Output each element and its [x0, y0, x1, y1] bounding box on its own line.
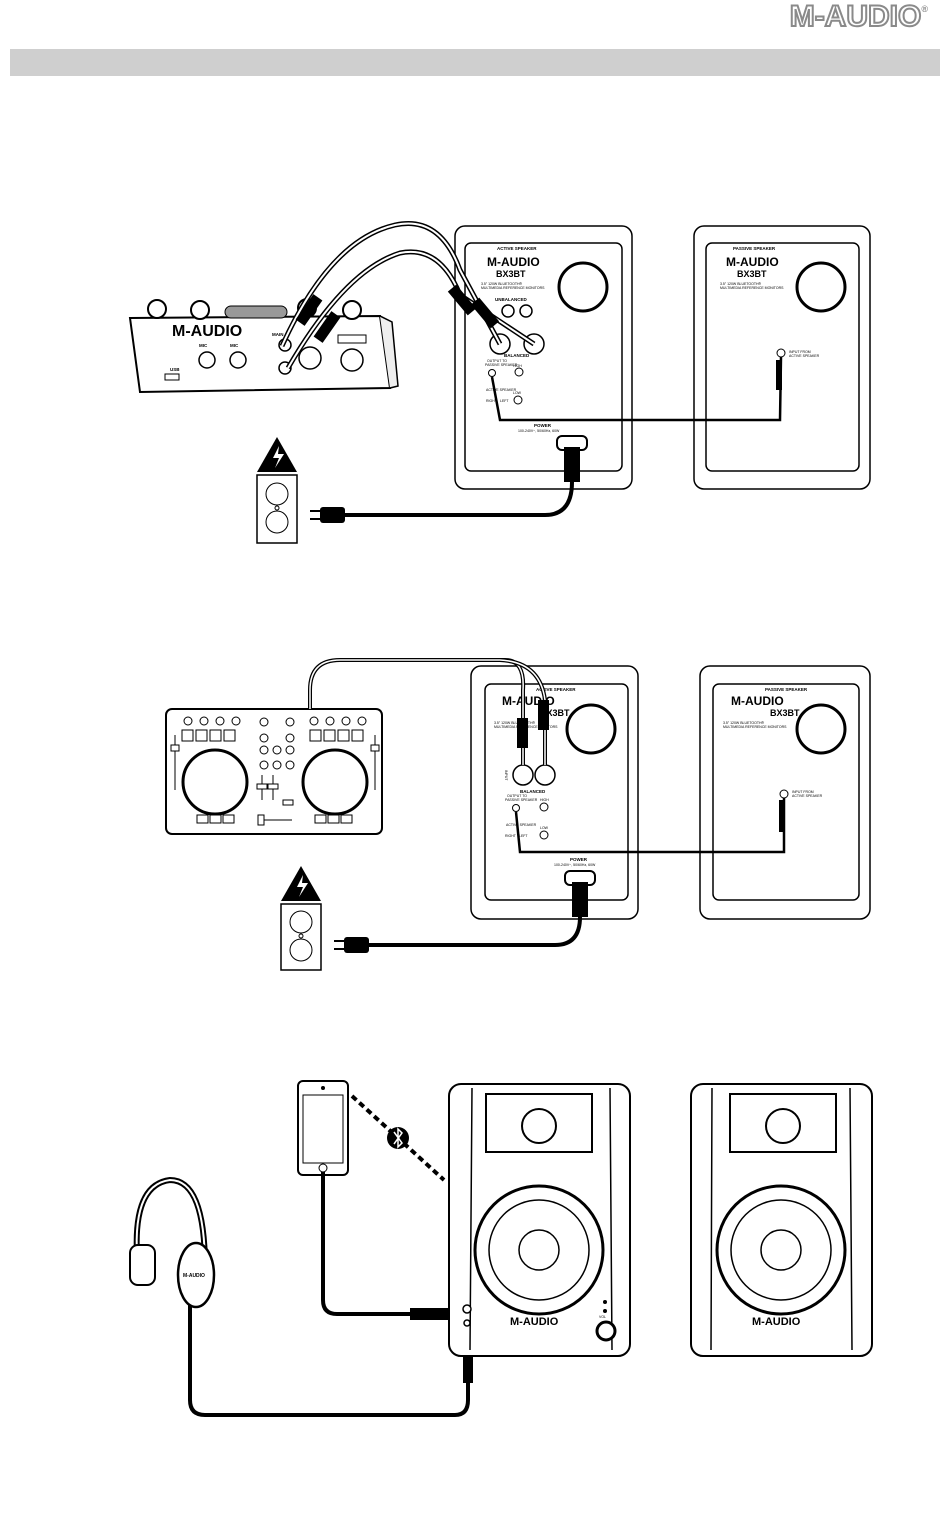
passive-model: BX3BT	[737, 269, 767, 279]
bluetooth-icon	[393, 1127, 403, 1149]
headphones-brand: M-AUDIO	[183, 1273, 205, 1279]
balanced-label: BALANCED	[504, 353, 530, 358]
passive-subtitle1: 3.5" 120W BLUETOOTH®	[720, 282, 762, 286]
rca-cables-2	[308, 658, 549, 765]
power-spec-2: 100-240V~, 50/60Hz, 60W	[554, 863, 596, 867]
diagram-dj-controller: ACTIVE SPEAKER M-AUDIO BX3BT 3.5" 120W B…	[165, 658, 871, 971]
passive-brand: M-AUDIO	[726, 255, 779, 269]
speaker-wire-plug-2	[779, 800, 785, 832]
active-front-brand: M-AUDIO	[510, 1316, 559, 1328]
active-speaker-label: ACTIVE SPEAKER	[497, 246, 537, 251]
brand-logo: M-AUDIO®	[789, 0, 928, 34]
high-label-2: HIGH	[540, 798, 549, 802]
output-passive-1-2: OUTPUT TO	[507, 794, 527, 798]
bluetooth-signal	[350, 1094, 446, 1182]
active-brand: M-AUDIO	[487, 255, 540, 269]
passive-speaker-label: PASSIVE SPEAKER	[733, 246, 776, 251]
dj-controller	[165, 708, 383, 835]
usb-label: USB	[170, 367, 180, 372]
active-subtitle2: MULTIMEDIA REFERENCE MONITORS	[481, 286, 545, 290]
left-label: LEFT	[500, 399, 509, 403]
wall-outlet-2	[280, 903, 322, 971]
mic-label: MIC	[199, 343, 208, 348]
passive-front-brand: M-AUDIO	[752, 1316, 801, 1328]
power-label: POWER	[534, 423, 552, 428]
power-cable-2	[334, 882, 588, 953]
active-subtitle1: 3.5" 120W BLUETOOTH®	[481, 282, 523, 286]
input-from-2-2: ACTIVE SPEAKER	[792, 794, 823, 798]
passive-subtitle2: MULTIMEDIA REFERENCE MONITORS	[720, 286, 784, 290]
section-header-bar	[10, 49, 940, 76]
output-passive-1: OUTPUT TO	[487, 359, 507, 363]
mic-label-2: MIC	[230, 343, 239, 348]
aux-plug	[410, 1308, 454, 1320]
active-model: BX3BT	[496, 269, 526, 279]
power-spec: 100-240V~, 50/60Hz, 60W	[518, 429, 560, 433]
aux-cable	[321, 1172, 415, 1316]
interface-brand: M-AUDIO	[172, 323, 242, 340]
passive-speaker-back-2: PASSIVE SPEAKER M-AUDIO BX3BT 3.5" 120W …	[699, 665, 871, 920]
active-subtitle1-2: 3.5" 120W BLUETOOTH®	[494, 721, 536, 725]
headphone-cable	[188, 1305, 470, 1417]
balanced-label-2: BALANCED	[520, 789, 546, 794]
headphones: M-AUDIO	[129, 1176, 216, 1309]
passive-model-2: BX3BT	[770, 708, 800, 718]
wall-outlet	[256, 474, 298, 544]
unbalanced-label: UNBALANCED	[495, 297, 527, 302]
high-label: HIGH	[513, 364, 522, 368]
input-from-1-2: INPUT FROM	[792, 790, 814, 794]
active-model-2: BX3BT	[540, 708, 570, 718]
output-passive-2-2: PASSIVE SPEAKER	[505, 798, 538, 802]
passive-speaker-label-2: PASSIVE SPEAKER	[765, 687, 808, 692]
audio-interface: M-AUDIO USB MIC MIC MAIN	[128, 298, 399, 394]
power-label-2: POWER	[570, 857, 588, 862]
active-speaker-front: M-AUDIO VOL	[448, 1083, 631, 1357]
passive-subtitle1-2: 3.5" 120W BLUETOOTH®	[723, 721, 765, 725]
active-speaker-back-2: ACTIVE SPEAKER M-AUDIO BX3BT 3.5" 120W B…	[470, 665, 639, 920]
active-speaker-back: ACTIVE SPEAKER M-AUDIO BX3BT 3.5" 120W B…	[454, 225, 633, 490]
input-label-2: INPUT	[504, 770, 508, 781]
power-cable	[310, 447, 580, 523]
main-label: MAIN	[272, 332, 284, 337]
right-label: RIGHT	[486, 399, 498, 403]
left-label-2: LEFT	[519, 834, 528, 838]
input-from-2: ACTIVE SPEAKER	[789, 354, 820, 358]
passive-brand-2: M-AUDIO	[731, 694, 784, 708]
active-side-label-2: ACTIVE SPEAKER	[506, 823, 537, 827]
right-label-2: RIGHT	[505, 834, 517, 838]
diagram-audio-interface: M-AUDIO USB MIC MIC MAIN ACTIVE SPEAKER …	[128, 221, 871, 544]
warning-icon	[257, 437, 297, 472]
rca-cables	[279, 221, 536, 370]
vol-label: VOL	[599, 1315, 606, 1319]
headphone-plug	[463, 1345, 473, 1383]
active-speaker-label-2: ACTIVE SPEAKER	[536, 687, 576, 692]
passive-subtitle2-2: MULTIMEDIA REFERENCE MONITORS	[723, 725, 787, 729]
passive-speaker-front: M-AUDIO	[690, 1083, 873, 1357]
output-passive-2: PASSIVE SPEAKER	[485, 363, 518, 367]
smartphone	[297, 1080, 349, 1176]
diagram-bluetooth-headphones: M-AUDIO M-AUDIO VOL	[129, 1080, 873, 1417]
warning-icon-2	[281, 866, 321, 901]
input-from-1: INPUT FROM	[789, 350, 811, 354]
low-label-2: LOW	[540, 826, 549, 830]
low-label: LOW	[513, 391, 522, 395]
active-side-label: ACTIVE SPEAKER	[486, 388, 517, 392]
speaker-wire-plug	[776, 360, 782, 390]
